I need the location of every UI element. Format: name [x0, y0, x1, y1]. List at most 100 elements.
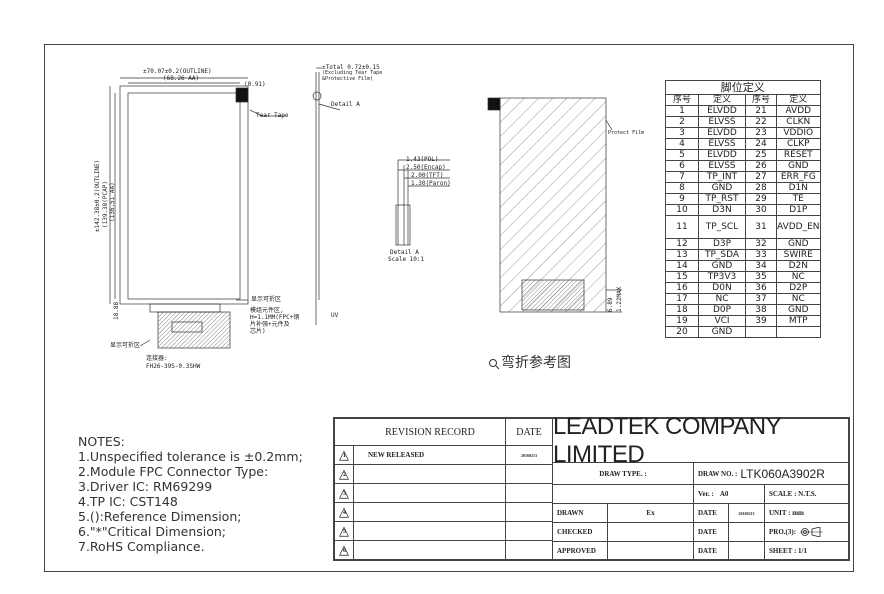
pin-cell: 26 [745, 160, 777, 172]
tear-tape-tab [235, 87, 249, 103]
pin-cell: 2 [665, 116, 699, 128]
projection-cell: PRO.(3): [764, 522, 849, 542]
revision-date [505, 521, 553, 541]
pin-cell [745, 326, 777, 338]
fpc-note-3: 片补强+元件及 [250, 321, 290, 328]
protect-film-label: Protect Film [608, 130, 645, 136]
pin-cell: NC [698, 293, 746, 305]
bend-reference-title: 弯折参考图 [501, 355, 571, 371]
pin-cell: CLKP [776, 138, 821, 150]
approved-date-label: DATE [693, 541, 729, 560]
note-item: 3.Driver IC: RM69299 [78, 479, 213, 494]
back-view [487, 97, 622, 313]
dim-122max: 1.22MAX [616, 286, 623, 312]
revision-number-label: 6 [343, 548, 346, 554]
dim-091: (0.91) [244, 81, 266, 88]
pin-cell: TP_INT [698, 171, 746, 183]
display-bend-label: 显示可折区 [251, 296, 282, 303]
pin-cell: GND [776, 238, 821, 250]
pin-cell: AVDD [776, 105, 821, 117]
magnifier-icon [489, 359, 500, 370]
pin-cell: 35 [745, 271, 777, 283]
dim-1888: 18.88 [113, 301, 120, 320]
fpc-component-area [157, 311, 231, 349]
revision-date [505, 464, 553, 484]
active-area [127, 92, 241, 300]
pin-cell: D2P [776, 282, 821, 294]
unit: UNIT : mm [764, 503, 849, 523]
revision-number: △2 [334, 464, 354, 484]
ver-label: Ver. : [698, 490, 714, 498]
approved-label: APPROVED [552, 541, 608, 560]
pin-cell: 30 [745, 204, 777, 216]
pin-cell: 22 [745, 116, 777, 128]
pin-cell: NC [776, 271, 821, 283]
revision-number-label: 5 [343, 529, 346, 535]
back-fpc [521, 279, 585, 311]
fpc-note-4: 芯片) [250, 328, 266, 335]
connector-outline [171, 321, 203, 333]
pin-cell: 31 [745, 215, 777, 239]
pin-cell: 8 [665, 182, 699, 194]
revision-description [353, 502, 506, 522]
pin-cell: TE [776, 193, 821, 205]
pin-cell: D1P [776, 204, 821, 216]
pin-cell: D3N [698, 204, 746, 216]
notes-title: NOTES: [78, 434, 125, 449]
connector-part: FH26-39S-0.3SHW [146, 363, 201, 370]
pin-cell: ELVSS [698, 138, 746, 150]
pin-cell: 32 [745, 238, 777, 250]
note-item: 2.Module FPC Connector Type: [78, 464, 269, 479]
revision-number: △3 [334, 483, 354, 503]
protect-tab [487, 97, 501, 111]
pin-cell: GND [776, 304, 821, 316]
pin-cell: 24 [745, 138, 777, 150]
note-item: 6."*"Critical Dimension; [78, 524, 227, 539]
dim-130: 1.30(Paron) [411, 180, 451, 187]
note-item: 7.RoHS Compliance. [78, 539, 205, 554]
pin-cell: 17 [665, 293, 699, 305]
panel-outline [119, 85, 249, 305]
revision-number: △5 [334, 521, 354, 541]
pin-cell: TP_SCL [698, 215, 746, 239]
sheet: SHEET : 1/1 [764, 541, 849, 560]
dim-200: 2.00(TFT) [411, 172, 444, 179]
pin-cell: GND [776, 160, 821, 172]
drawn-by: Ex [607, 503, 694, 523]
revision-description [353, 483, 506, 503]
revision-number-label: 1 [343, 453, 346, 459]
pin-cell: TP_SDA [698, 249, 746, 261]
scale: SCALE : N.T.S. [764, 484, 849, 504]
fpc-upper [149, 303, 221, 313]
pin-cell: 28 [745, 182, 777, 194]
revision-description [353, 540, 506, 560]
front-view [109, 77, 285, 349]
dim-143: 1.43(POL) [406, 156, 439, 163]
pin-cell: 39 [745, 315, 777, 327]
pin-header-cell: 序号 [745, 94, 777, 106]
pin-cell: 3 [665, 127, 699, 139]
revision-date [505, 483, 553, 503]
checked-date-label: DATE [693, 522, 729, 542]
pin-cell: D0N [698, 282, 746, 294]
drawn-date: 20160213 [728, 503, 765, 523]
uv-label: UV [331, 312, 339, 319]
ver-cell: Ver. : A0 [693, 484, 765, 504]
pin-cell: VDDIO [776, 127, 821, 139]
draw-no: LTK060A3902R [740, 466, 825, 481]
revision-description [353, 464, 506, 484]
drawn-date-label: DATE [693, 503, 729, 523]
pin-cell: D1N [776, 182, 821, 194]
pin-cell: D3P [698, 238, 746, 250]
